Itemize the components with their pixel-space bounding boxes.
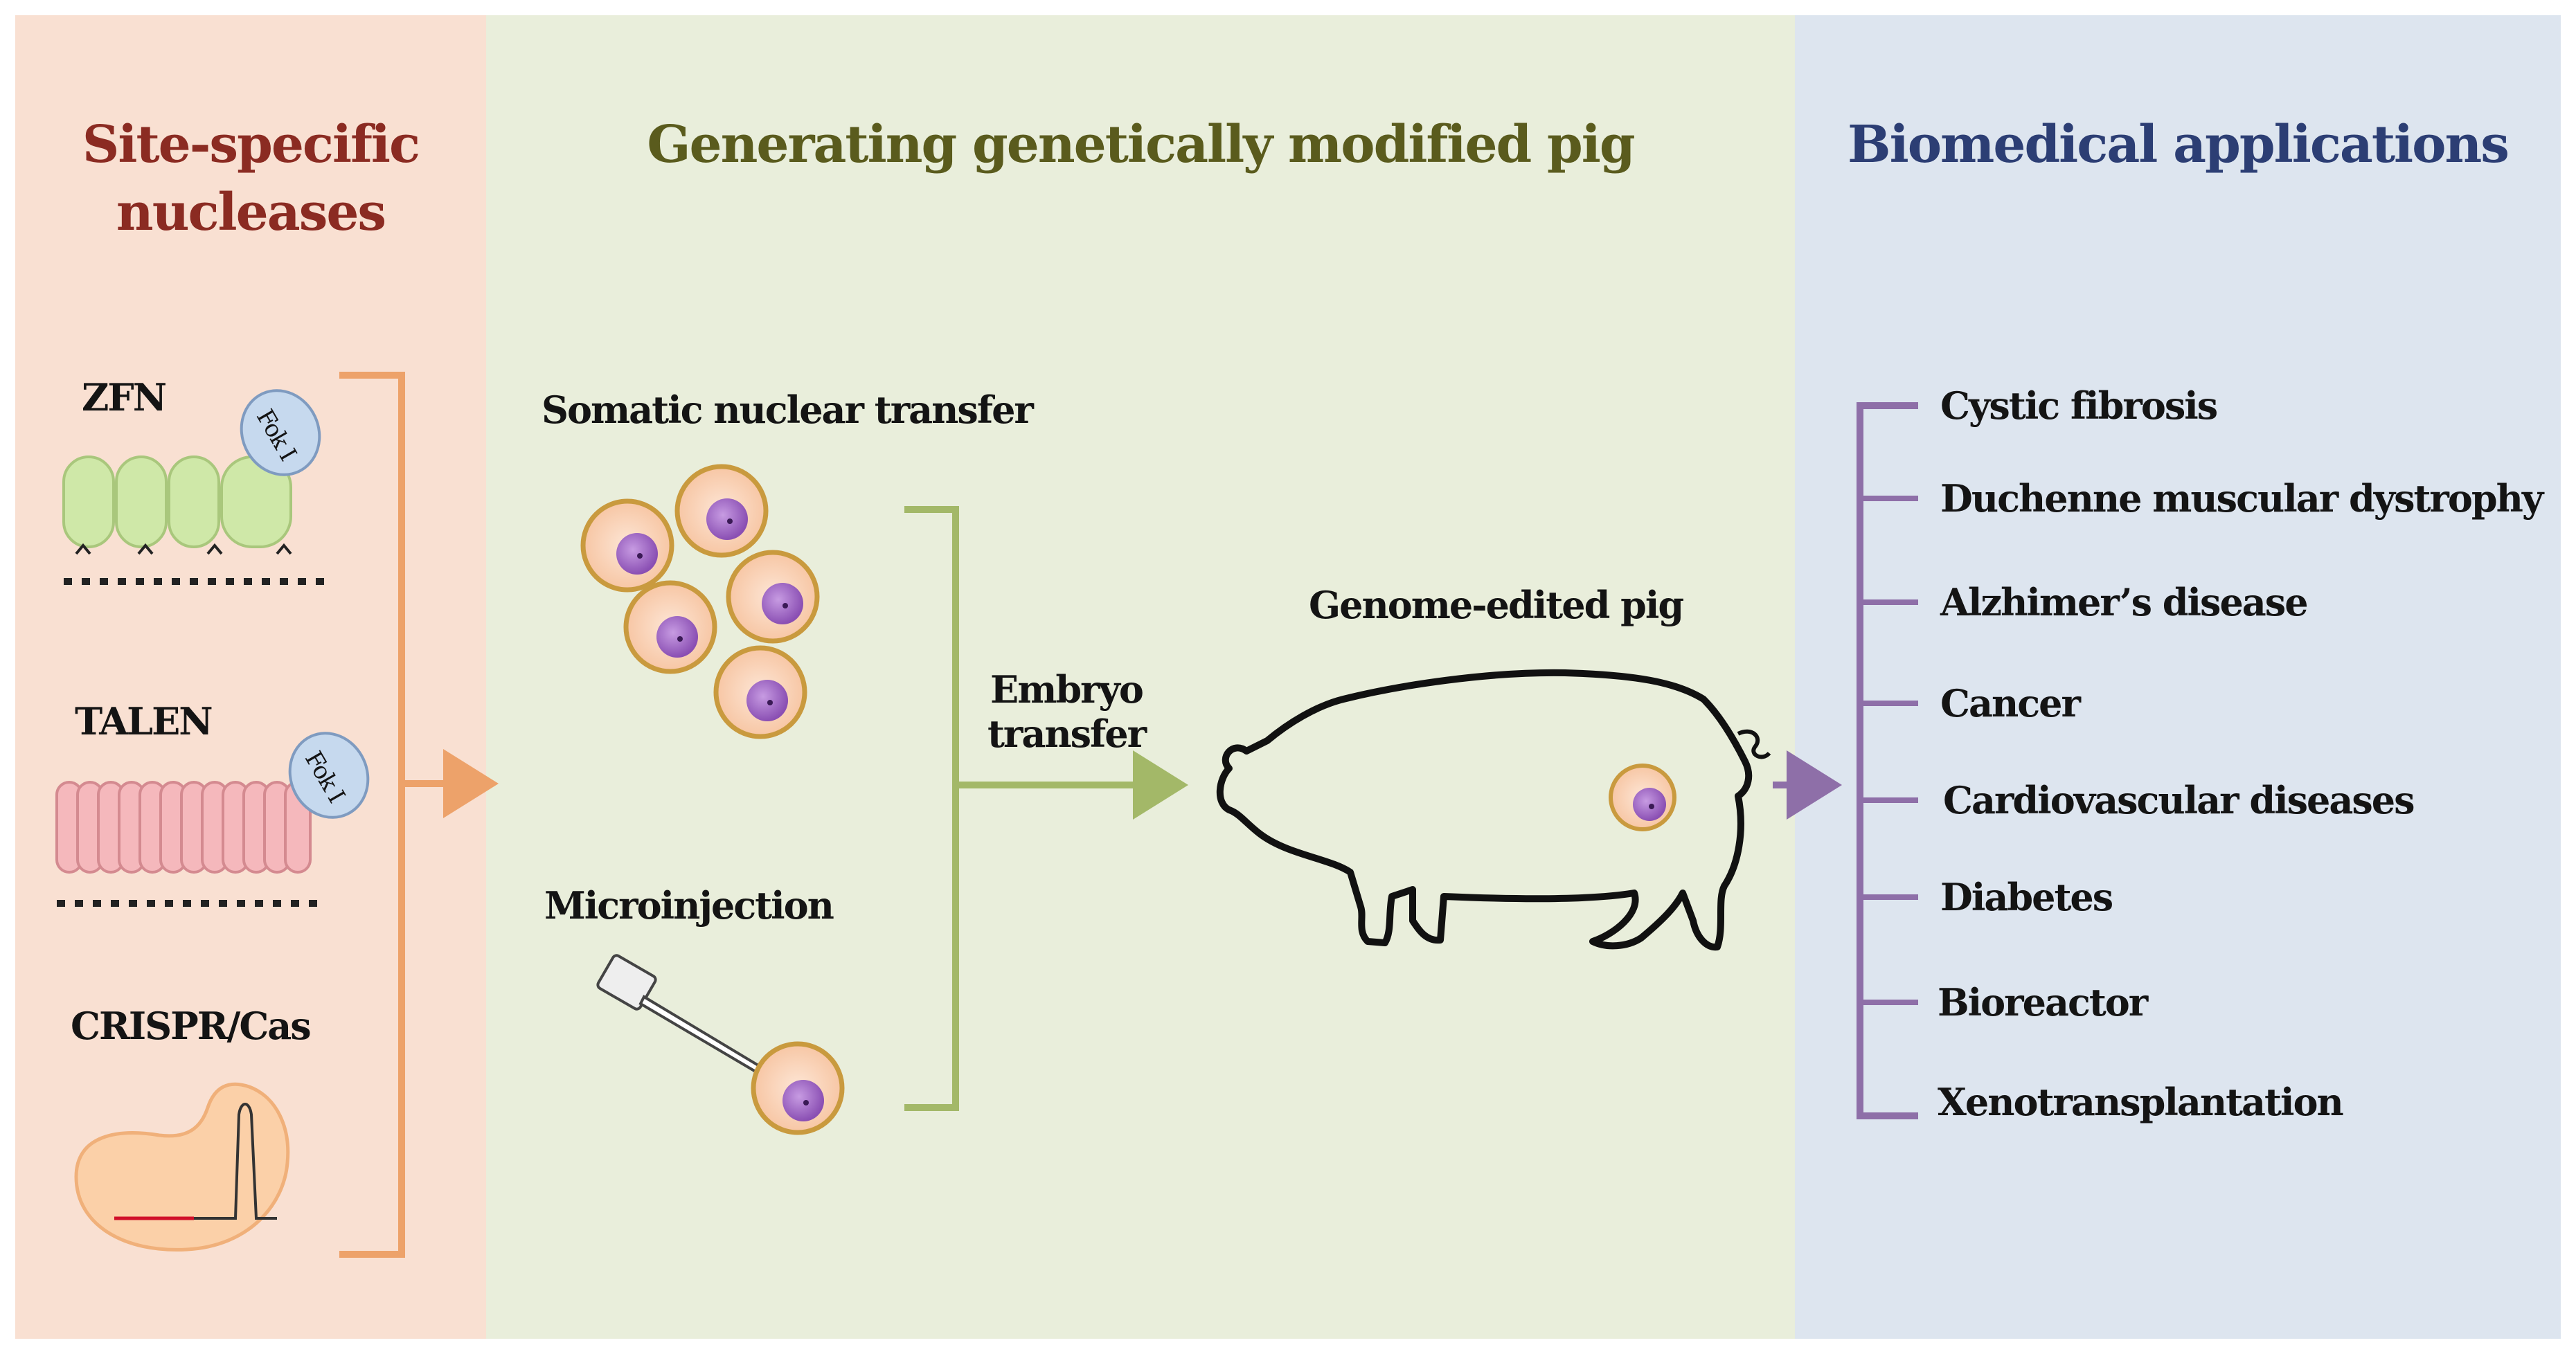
nucleases-title-line2: nucleases [116, 183, 386, 242]
applications-title: Biomedical applications [1848, 115, 2510, 174]
applications-bracket [1773, 402, 1918, 1119]
nucleases-title: Site-specific nucleases [15, 111, 486, 246]
genome-edited-pig-label: Genome-edited pig [1309, 583, 1684, 627]
talen-label: TALEN [75, 699, 213, 743]
application-item: Diabetes [1940, 875, 2113, 919]
application-item: Cystic fibrosis [1940, 383, 2218, 428]
cell-1 [580, 498, 674, 593]
pig-generation-title: Generating genetically modified pig [647, 115, 1635, 174]
application-item: Xenotransplantation [1938, 1080, 2344, 1124]
microinjection-graphic [596, 954, 845, 1135]
cell-2 [674, 464, 769, 558]
somatic-cells-graphic [580, 464, 820, 739]
embryo-transfer-line1: Embryo [990, 667, 1144, 712]
embryo-transfer-bracket [904, 506, 1188, 1111]
microinjection-label: Microinjection [544, 883, 834, 928]
zfn-protein-graphic [62, 389, 332, 585]
cell-3 [726, 550, 820, 644]
cell-4 [623, 580, 717, 674]
zfn-label: ZFN [82, 375, 167, 419]
application-item: Bioreactor [1938, 980, 2148, 1024]
pig-generation-panel [486, 15, 1795, 1339]
somatic-nuclear-transfer-label: Somatic nuclear transfer [542, 388, 1034, 432]
crispr-cas-graphic [74, 1082, 290, 1252]
injected-cell [751, 1041, 845, 1135]
talen-protein-graphic [55, 732, 370, 907]
application-item: Cardiovascular diseases [1943, 778, 2415, 822]
applications-panel [1795, 15, 2561, 1339]
nucleases-title-line1: Site-specific [82, 115, 420, 174]
embryo-transfer-label: Embryo transfer [983, 667, 1150, 756]
application-item: Duchenne muscular dystrophy [1940, 476, 2543, 521]
pig-outline-graphic [1216, 669, 1771, 951]
crispr-label: CRISPR/Cas [71, 1004, 312, 1048]
cell-5 [713, 645, 807, 739]
pig-cell [1609, 764, 1676, 831]
application-item: Cancer [1940, 681, 2081, 725]
application-item: Alzhimer’s disease [1940, 580, 2309, 624]
nucleases-bracket [339, 372, 499, 1258]
embryo-transfer-line2: transfer [987, 712, 1147, 756]
